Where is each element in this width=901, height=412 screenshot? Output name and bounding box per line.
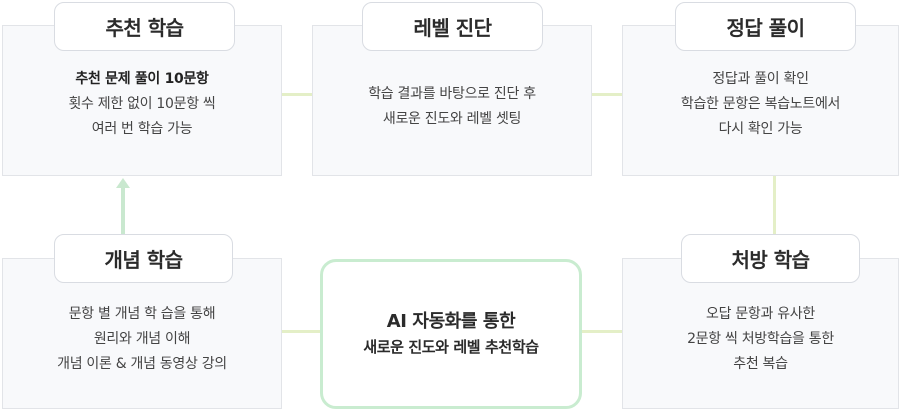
card-line: 추천 복습 — [733, 356, 788, 372]
center-subtitle: 새로운 진도와 레벨 추천학습 — [363, 338, 539, 356]
card-title-level-diagnosis: 레벨 진단 — [362, 2, 543, 51]
card-line: 여러 번 학습 가능 — [91, 121, 193, 137]
card-prescription — [622, 258, 899, 409]
connector-level-to-answer — [592, 93, 622, 96]
card-line: 원리와 개념 이해 — [93, 331, 191, 347]
card-body-recommend: 추천 문제 풀이 10문항 횟수 제한 없이 10문항 씩 여러 번 학습 가능 — [2, 67, 282, 142]
center-ai-box: AI 자동화를 통한 새로운 진도와 레벨 추천학습 — [320, 259, 582, 409]
card-line: 학습 결과를 바탕으로 진단 후 — [368, 86, 536, 102]
connector-prescription-to-center — [582, 330, 622, 333]
center-title: AI 자동화를 통한 — [386, 311, 516, 332]
connector-answer-to-prescription — [773, 176, 776, 234]
arrow-concept-to-recommend-shaft — [121, 188, 125, 234]
card-body-concept: 문항 별 개념 학 습을 통해 원리와 개념 이해 개념 이론 & 개념 동영상… — [2, 302, 282, 377]
card-line: 추천 문제 풀이 10문항 — [75, 71, 209, 87]
card-title-concept: 개념 학습 — [54, 234, 233, 283]
card-title-answer-review: 정답 풀이 — [675, 2, 856, 51]
arrow-up-icon — [116, 178, 130, 188]
card-body-prescription: 오답 문항과 유사한 2문항 씩 처방학습을 통한 추천 복습 — [622, 302, 899, 377]
card-line: 새로운 진도와 레벨 셋팅 — [382, 111, 522, 127]
card-line: 정답과 풀이 확인 — [712, 71, 809, 87]
card-title-prescription: 처방 학습 — [681, 234, 860, 283]
card-line: 횟수 제한 없이 10문항 씩 — [68, 96, 216, 112]
card-line: 문항 별 개념 학 습을 통해 — [68, 306, 216, 322]
card-line: 2문항 씩 처방학습을 통한 — [687, 331, 834, 347]
connector-recommend-to-level — [282, 93, 312, 96]
card-body-answer-review: 정답과 풀이 확인 학습한 문항은 복습노트에서 다시 확인 가능 — [622, 67, 899, 142]
card-line: 개념 이론 & 개념 동영상 강의 — [57, 356, 227, 372]
card-line: 다시 확인 가능 — [718, 121, 803, 137]
card-concept — [2, 258, 282, 409]
connector-center-to-concept — [282, 330, 320, 333]
card-title-recommend: 추천 학습 — [54, 2, 235, 51]
card-line: 학습한 문항은 복습노트에서 — [680, 96, 841, 112]
card-line: 오답 문항과 유사한 — [706, 306, 815, 322]
card-body-level-diagnosis: 학습 결과를 바탕으로 진단 후 새로운 진도와 레벨 셋팅 — [312, 82, 592, 132]
